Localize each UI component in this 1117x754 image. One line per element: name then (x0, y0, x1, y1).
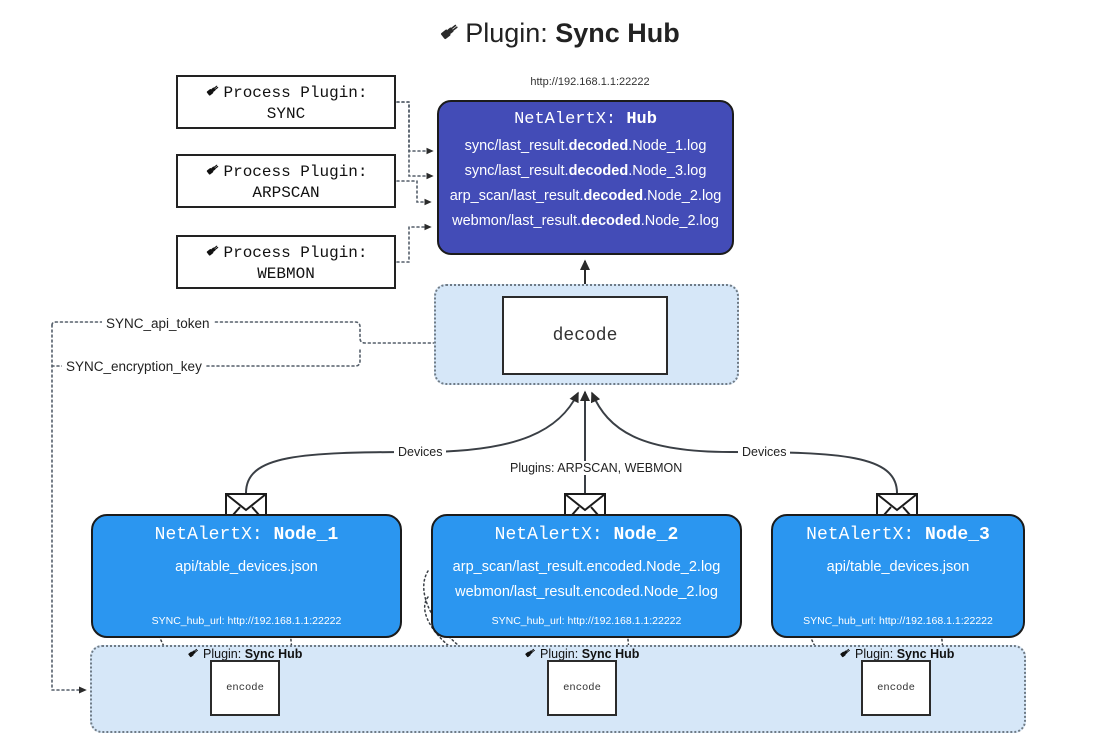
plug-icon (186, 645, 201, 663)
page-title-name: Sync Hub (555, 18, 680, 48)
node-title: NetAlertX: Node_1 (93, 525, 400, 545)
node-footer: SYNC_hub_url: http://192.168.1.1:22222 (491, 615, 682, 627)
edge-label-devices-left: Devices (394, 445, 447, 459)
hub-log-pre: arp_scan/last_result. (449, 187, 584, 204)
plug-icon (204, 241, 222, 264)
page-title-prefix: Plugin: (465, 18, 548, 48)
process-plugin-name: SYNC (266, 104, 306, 123)
node-box-node-3[interactable]: NetAlertX: Node_3 api/table_devices.json… (771, 514, 1025, 638)
process-plugin-label: Process Plugin: (223, 162, 368, 181)
encode-caption-prefix: Plugin: (540, 647, 579, 661)
hub-url: http://192.168.1.1:22222 (530, 76, 650, 88)
node-box-node-1[interactable]: NetAlertX: Node_1 api/table_devices.json… (91, 514, 402, 638)
node-line: api/table_devices.json (175, 559, 318, 575)
hub-log-mid: decoded (568, 138, 629, 154)
encode-box-node-2[interactable]: encode (547, 660, 617, 716)
process-plugin-name: WEBMON (257, 264, 315, 283)
hub-log-mid: decoded (581, 212, 641, 229)
hub-log-line: webmon/last_result.decoded.Node_2.log (439, 209, 732, 234)
encode-caption-prefix: Plugin: (855, 647, 894, 661)
hub-log-pre: webmon/last_result. (452, 212, 582, 229)
encode-caption-node-1: Plugin: Sync Hub (186, 645, 302, 663)
node-to-decode-edges (245, 390, 898, 494)
node-box-node-2[interactable]: NetAlertX: Node_2 arp_scan/last_result.e… (431, 514, 742, 638)
node-footer: SYNC_hub_url: http://192.168.1.1:22222 (151, 615, 342, 627)
hub-log-mid: decoded (568, 162, 629, 179)
plug-icon (204, 81, 222, 104)
process-plugin-name: ARPSCAN (252, 183, 320, 202)
encode-caption-name: Sync Hub (244, 647, 303, 661)
label-sync-encryption-key: SYNC_encryption_key (62, 359, 206, 374)
hub-log-mid: decoded (583, 187, 644, 204)
process-plugin-box-arpscan[interactable]: Process Plugin: ARPSCAN (176, 154, 396, 208)
node-title: NetAlertX: Node_2 (433, 525, 740, 545)
process-plugin-label: Process Plugin: (223, 243, 368, 262)
node-lines: api/table_devices.json (93, 555, 400, 580)
hub-box[interactable]: NetAlertX: Hub sync/last_result.decoded.… (437, 100, 734, 255)
encode-box-node-3[interactable]: encode (861, 660, 931, 716)
plug-icon (437, 18, 463, 51)
hub-log-post: .Node_2.log (643, 187, 722, 204)
node-title-prefix: NetAlertX: (494, 525, 603, 545)
page-title: Plugin: Sync Hub (0, 18, 1117, 51)
hub-log-post: .Node_3.log (628, 162, 707, 179)
hub-log-line: arp_scan/last_result.decoded.Node_2.log (439, 184, 732, 209)
encode-box-node-1[interactable]: encode (210, 660, 280, 716)
encode-caption-node-2: Plugin: Sync Hub (523, 645, 639, 663)
node-title-prefix: NetAlertX: (154, 525, 263, 545)
edge-label-plugins: Plugins: ARPSCAN, WEBMON (506, 461, 687, 475)
node-lines: api/table_devices.json (773, 555, 1023, 580)
encode-caption-name: Sync Hub (896, 647, 955, 661)
node-lines: arp_scan/last_result.encoded.Node_2.log … (433, 555, 740, 605)
node-footer: SYNC_hub_url: http://192.168.1.1:22222 (803, 615, 993, 627)
hub-log-line: sync/last_result.decoded.Node_1.log (439, 134, 732, 159)
decode-box[interactable]: decode (502, 296, 668, 375)
encode-caption-name: Sync Hub (581, 647, 640, 661)
node-line: arp_scan/last_result.encoded.Node_2.log (452, 559, 721, 575)
plug-icon (204, 160, 222, 183)
hub-log-pre: sync/last_result. (464, 138, 569, 154)
encode-caption-prefix: Plugin: (203, 647, 242, 661)
dotted-edges (51, 101, 498, 694)
hub-title: NetAlertX: Hub (439, 110, 732, 129)
hub-log-post: .Node_1.log (628, 138, 707, 154)
node-title-prefix: NetAlertX: (806, 525, 915, 545)
hub-log-pre: sync/last_result. (464, 162, 569, 179)
encode-caption-node-3: Plugin: Sync Hub (838, 645, 954, 663)
node-line: webmon/last_result.encoded.Node_2.log (455, 584, 718, 601)
plug-icon (838, 645, 853, 663)
node-title-name: Node_1 (273, 525, 339, 545)
plug-icon (523, 645, 538, 663)
node-title: NetAlertX: Node_3 (773, 525, 1023, 545)
label-sync-api-token: SYNC_api_token (102, 316, 214, 331)
hub-log-post: .Node_2.log (640, 212, 719, 229)
node-title-name: Node_3 (925, 525, 990, 545)
process-plugin-box-sync[interactable]: Process Plugin: SYNC (176, 75, 396, 129)
process-plugin-label: Process Plugin: (223, 83, 368, 102)
hub-title-name: Hub (626, 110, 657, 129)
node-line: api/table_devices.json (826, 559, 970, 575)
hub-log-line: sync/last_result.decoded.Node_3.log (439, 159, 732, 184)
edge-label-devices-right: Devices (738, 445, 791, 459)
node-title-name: Node_2 (613, 525, 679, 545)
hub-title-prefix: NetAlertX: (514, 110, 617, 129)
process-plugin-box-webmon[interactable]: Process Plugin: WEBMON (176, 235, 396, 289)
